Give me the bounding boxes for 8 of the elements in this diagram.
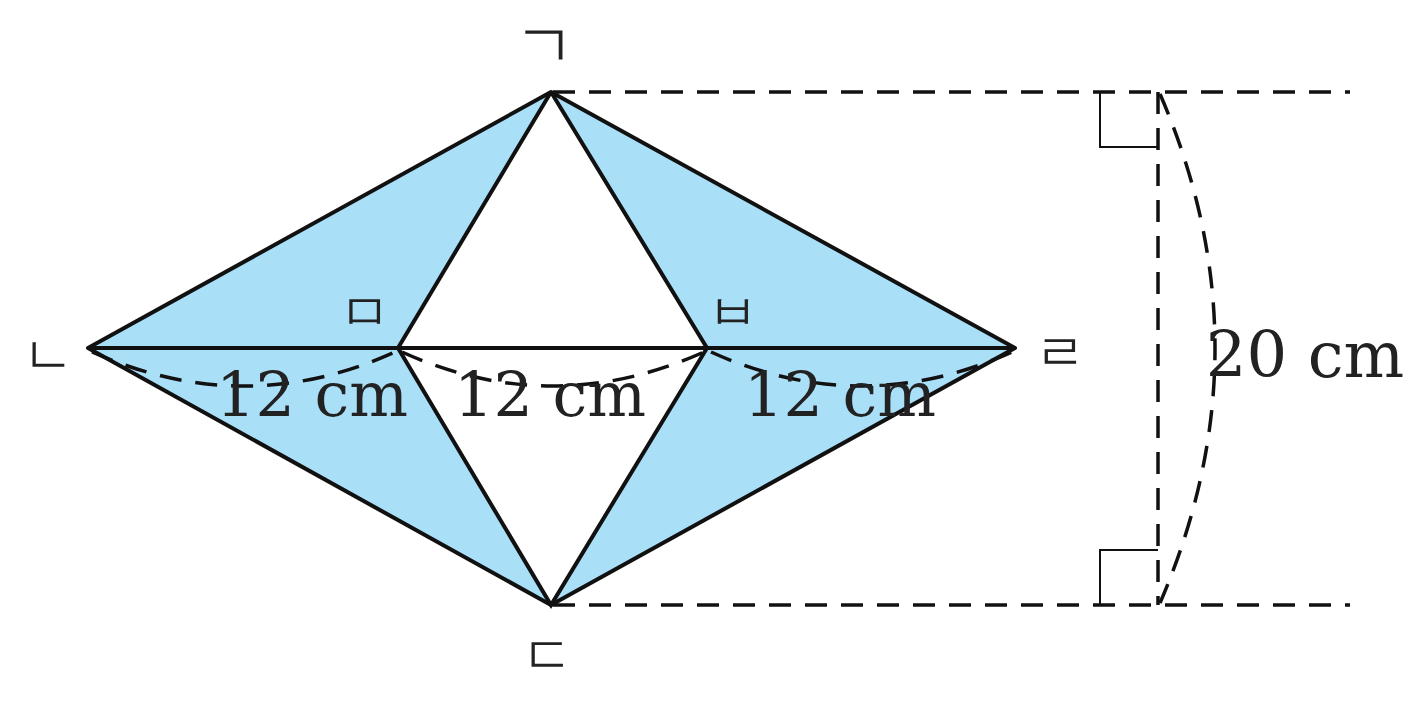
vertex-label: ㄹ: [1034, 326, 1086, 378]
dimension-label: 12 cm: [453, 364, 647, 426]
dimension-label: 20 cm: [1205, 323, 1405, 387]
vertex-label: ㄷ: [522, 629, 574, 681]
vertex-label: ㅂ: [707, 286, 759, 338]
vertex-label: ㄱ: [515, 15, 575, 75]
vertex-label: ㄴ: [22, 329, 74, 381]
vertex-label: ㅁ: [339, 286, 391, 338]
